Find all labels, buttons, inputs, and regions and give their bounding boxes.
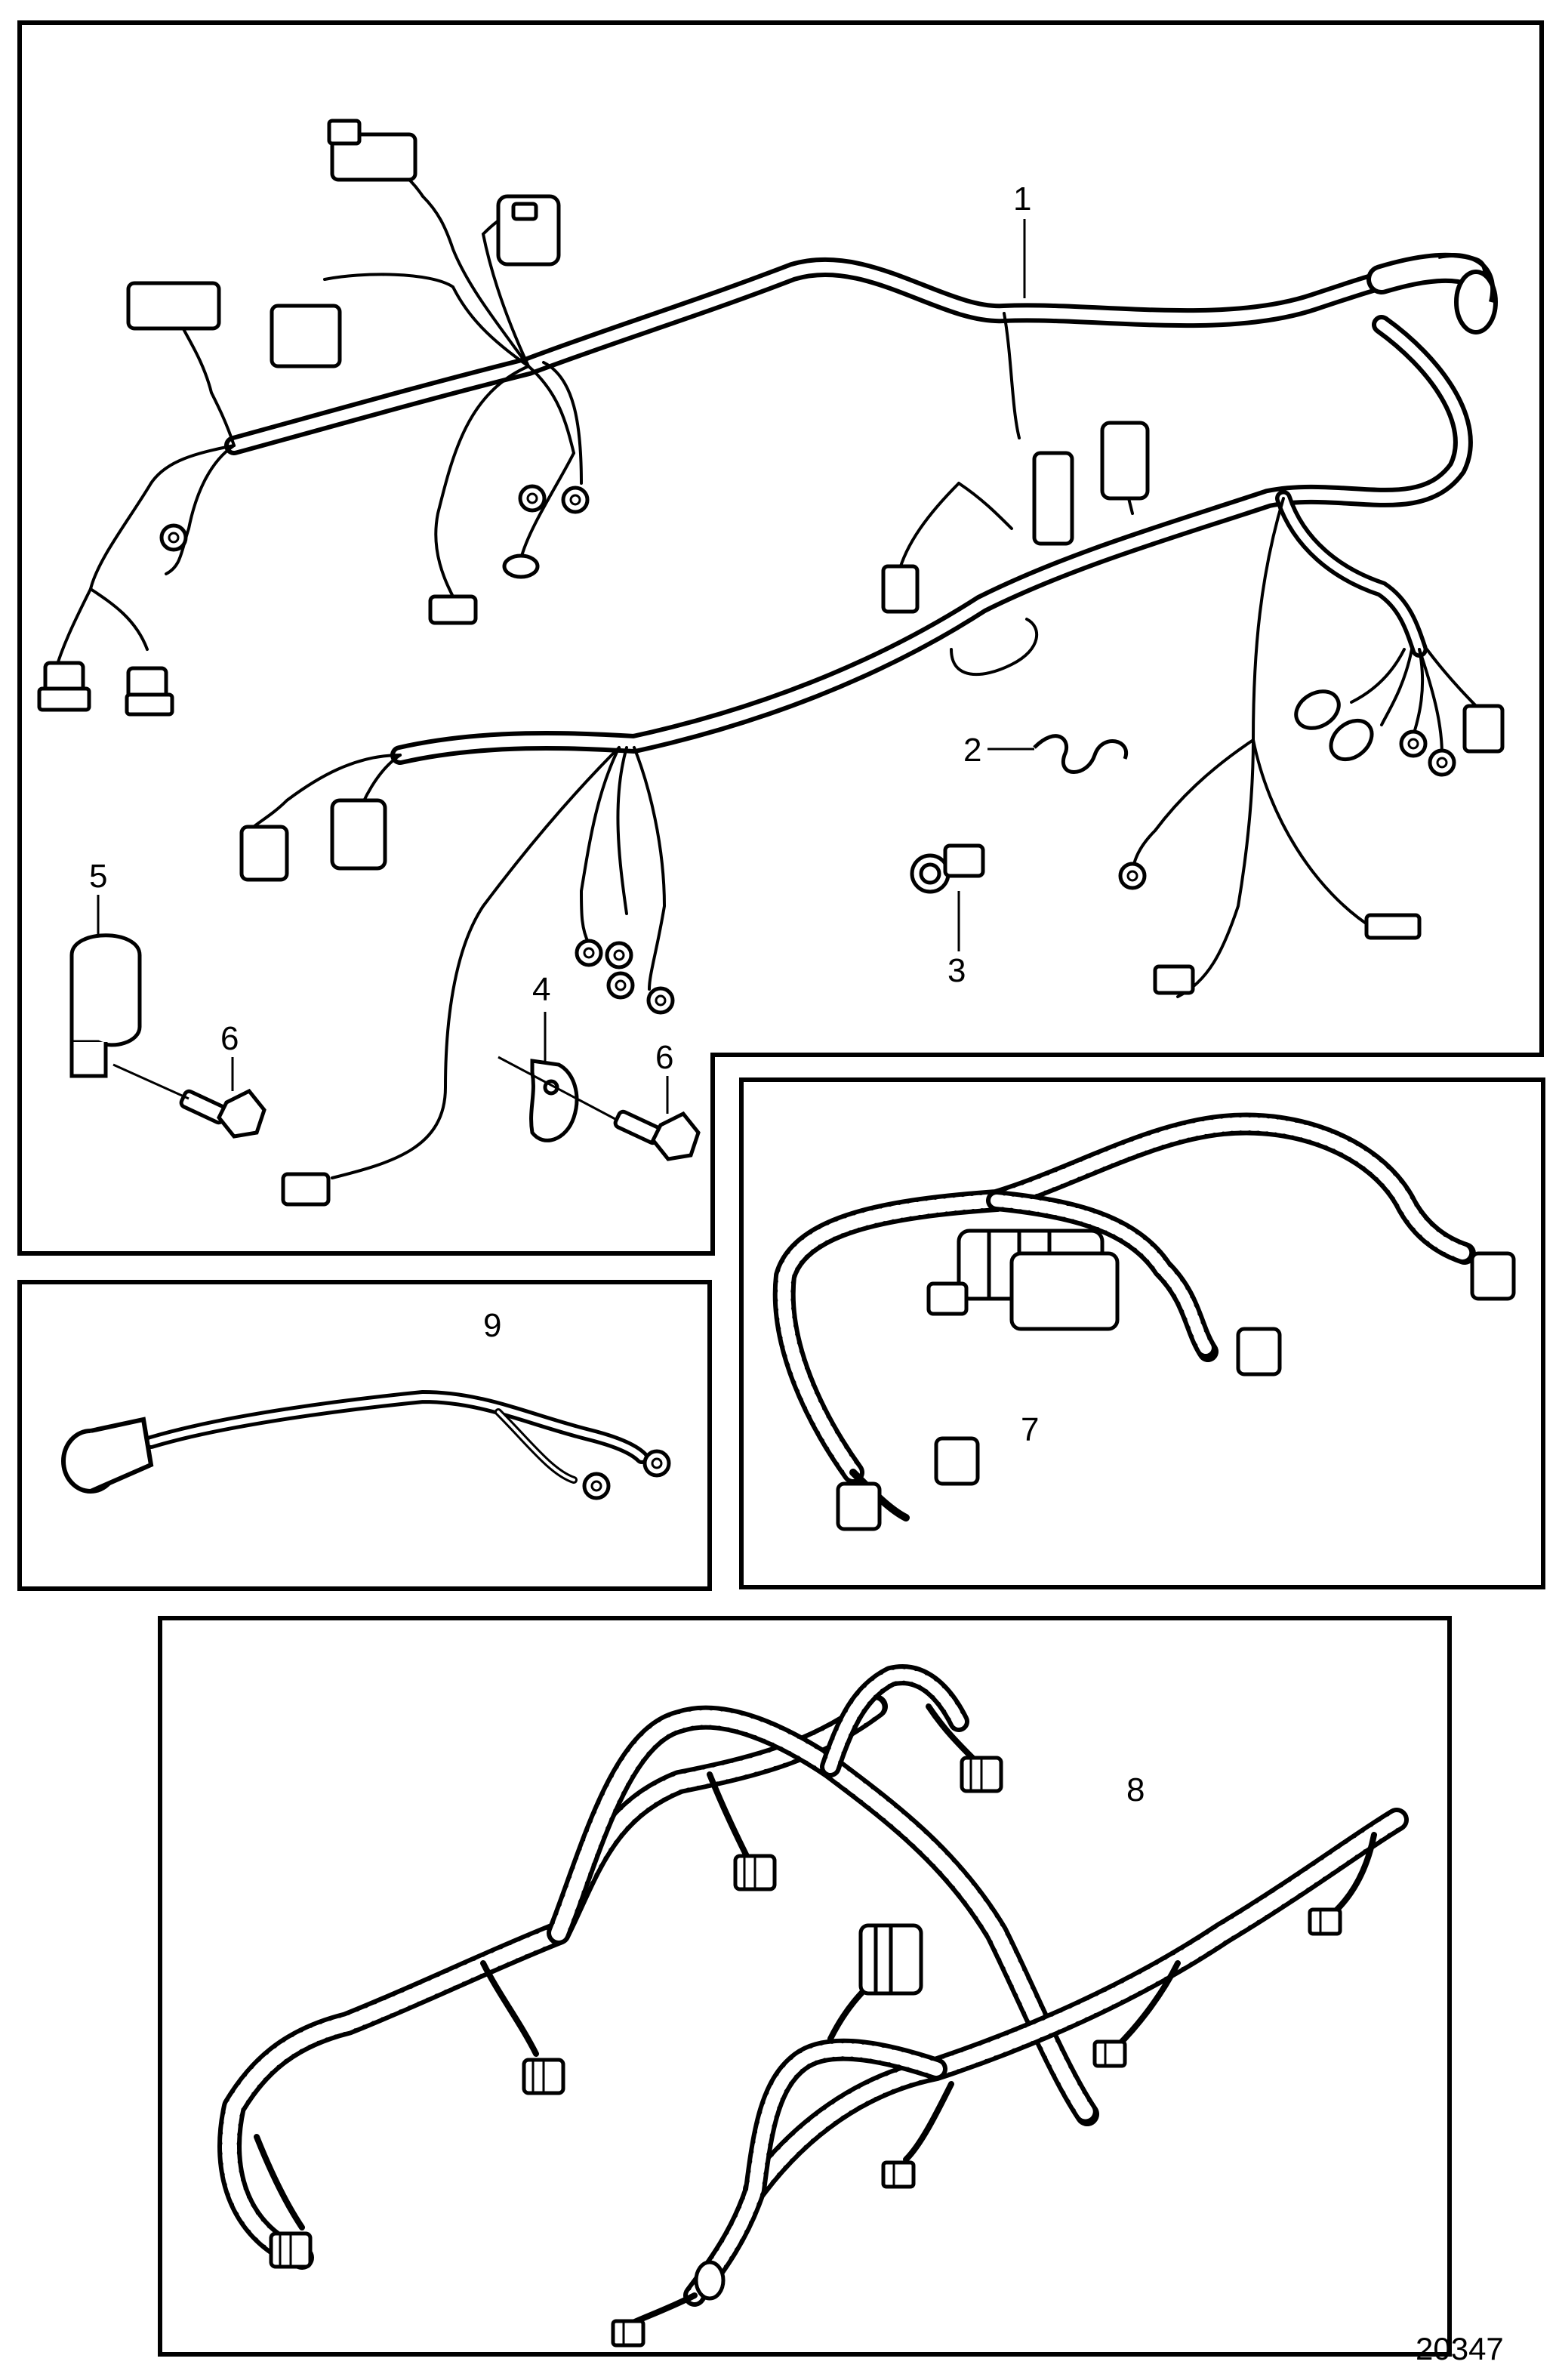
callout-4: 4 [532,971,550,1008]
callout-6-right: 6 [655,1039,673,1076]
figure-number: 20347 [1416,2331,1504,2366]
panel-8-sleeve [694,2260,726,2301]
panel-7-harness: 7 [739,1077,1545,1589]
panel-8-step [1166,2239,1450,2354]
callout-3: 3 [947,952,966,989]
callout-5: 5 [89,858,107,895]
main-harness-trunk [224,252,1487,765]
elbow-connector-body [1437,253,1496,303]
callout-2: 2 [963,732,981,769]
panel-main-border [17,20,1544,1256]
ring-terminals [162,486,1454,1013]
part-2-clip [1033,734,1129,774]
elbow-connector [1454,270,1498,334]
callout-6-left: 6 [220,1020,239,1057]
callout-8: 8 [1126,1771,1145,1808]
part-6-bolt-right [613,1109,701,1161]
callout-9: 9 [483,1307,501,1344]
leader-6a [112,1063,189,1100]
panel-7-connectors [836,1229,1516,1531]
part-6-bolt-left [179,1088,267,1139]
panel-9-lead: 9 [17,1280,712,1591]
panel-9-border [17,1280,712,1591]
callout-7: 7 [1021,1411,1039,1448]
panel-7-border [739,1077,1545,1589]
harness-connectors [37,119,1505,1207]
leader-4b [498,1056,627,1127]
lead-connector-body [89,1417,154,1494]
sensor-plugs [502,553,1374,762]
panel-8-main-connector [858,1923,923,1996]
part-5-cover [69,933,142,1078]
part-4-p-clamp [529,1059,579,1142]
panel-8-border [158,1616,1452,2357]
panel-main-harness: 1 2 3 4 5 6 6 [17,20,1544,1256]
harness-thin-wires [51,157,1489,1179]
callout-1: 1 [1013,180,1031,217]
part-3-bulkhead-connector [910,843,985,894]
panel-8-harness: 8 [158,1616,1452,2357]
